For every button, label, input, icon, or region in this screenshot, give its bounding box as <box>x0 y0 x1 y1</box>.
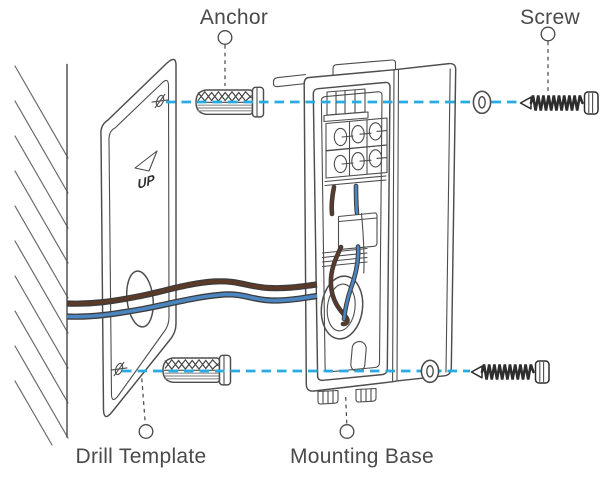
terminal-blocks <box>324 117 388 187</box>
leader-line <box>345 396 348 425</box>
callout-dot <box>138 424 154 439</box>
screw-tip <box>519 96 532 110</box>
drill-point-marker-bottom <box>110 361 128 377</box>
base-left-tab <box>272 73 307 88</box>
mounting-base <box>272 59 457 405</box>
drill-template: UP <box>100 58 177 418</box>
template-outline <box>100 58 177 418</box>
wall <box>14 63 69 446</box>
screw-bottom <box>470 359 551 385</box>
callout-anchor: Anchor <box>200 6 268 86</box>
callout-dot <box>540 26 556 42</box>
anchor-label: Anchor <box>200 6 268 29</box>
washer-bottom <box>420 359 440 384</box>
callout-drill-template: Drill Template <box>75 378 206 468</box>
base-feet <box>317 387 377 405</box>
base-wires-upper <box>329 183 360 217</box>
template-inner-border <box>108 79 170 401</box>
up-arrow-icon <box>134 150 158 172</box>
mounting-base-label: Mounting Base <box>290 445 434 468</box>
base-rim <box>312 81 391 382</box>
leader-line <box>141 378 146 425</box>
screw-head <box>583 91 599 115</box>
base-wires-lower <box>328 244 361 327</box>
anchor-top <box>195 86 265 118</box>
drill-template-label: Drill Template <box>75 445 206 468</box>
external-wires <box>66 278 318 320</box>
screw-top <box>519 91 599 115</box>
base-opening <box>320 91 383 373</box>
up-label: UP <box>137 171 156 192</box>
drill-point-marker-top <box>151 93 169 109</box>
base-side-inner-edge <box>445 68 451 373</box>
screw-threads <box>529 95 584 111</box>
callout-dot <box>217 30 233 45</box>
base-front-right-edge <box>392 69 395 383</box>
callout-mounting-base: Mounting Base <box>290 396 434 468</box>
callout-screw: Screw <box>520 6 580 92</box>
screw-label: Screw <box>520 6 580 29</box>
callout-dot <box>339 424 355 439</box>
washer-top <box>472 90 492 115</box>
cable-clamp <box>337 212 378 250</box>
